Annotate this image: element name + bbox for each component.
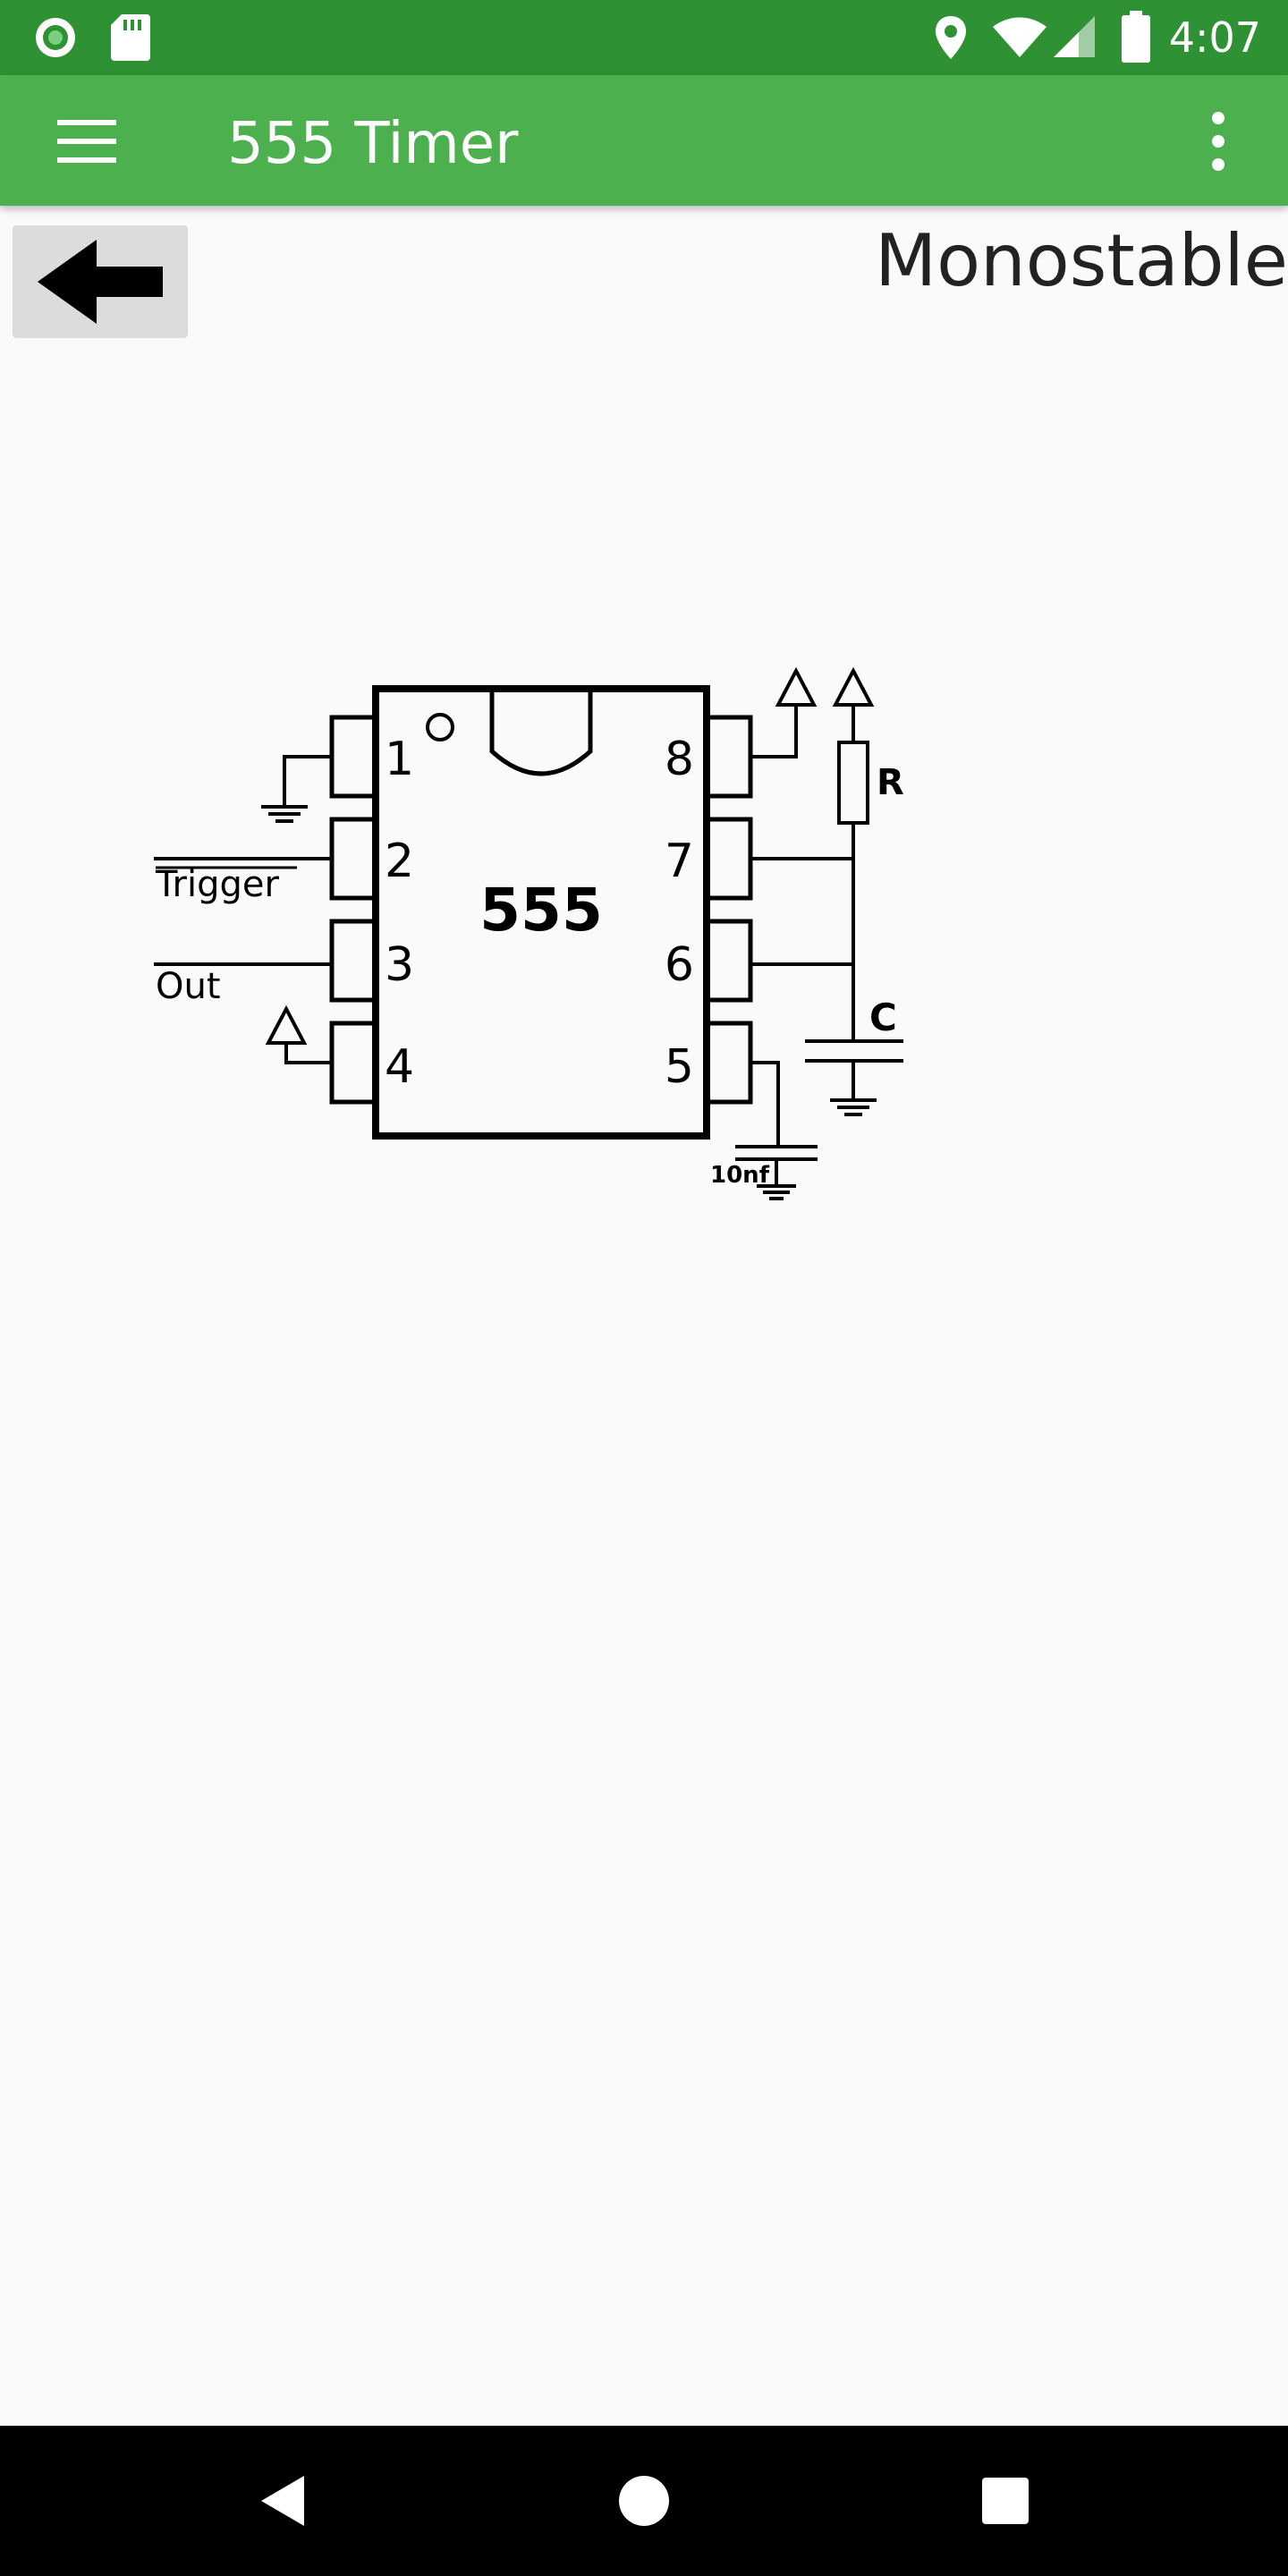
trigger-label: Trigger: [155, 864, 280, 905]
wifi-icon: [993, 17, 1046, 57]
pin-label-7: 7: [665, 835, 694, 888]
triangle-back-icon: [261, 2476, 304, 2526]
pin1-wire: [283, 755, 332, 807]
status-time: 4:07: [1168, 13, 1261, 62]
pin1-ground-symbol: [261, 805, 308, 823]
resistor-vcc-symbol: [832, 666, 875, 707]
capacitor-ground-symbol: [830, 1098, 877, 1116]
chip-body: [372, 685, 710, 1140]
location-icon: [936, 16, 966, 59]
pin-8: [704, 715, 753, 799]
square-recents-icon: [982, 2478, 1029, 2524]
pin1-marker: [426, 713, 454, 741]
nav-recents-button[interactable]: [961, 2456, 1050, 2546]
system-nav-bar: [0, 2426, 1288, 2576]
hamburger-menu-icon: [57, 120, 116, 163]
pin-5: [704, 1021, 753, 1105]
pin-1: [329, 715, 378, 799]
pin-label-6: 6: [665, 938, 694, 992]
notification-circle-icon: [36, 18, 75, 57]
pin8-vcc-symbol: [775, 666, 818, 707]
chip-label: 555: [479, 876, 603, 945]
pin-2: [329, 817, 378, 901]
pin4-vcc-symbol: [265, 1004, 308, 1045]
overflow-menu-button[interactable]: [1186, 107, 1250, 175]
pin-label-8: 8: [665, 733, 694, 786]
pin-7: [704, 817, 753, 901]
control-cap-ground-symbol: [757, 1184, 796, 1200]
pin8-wire: [750, 705, 798, 758]
battery-icon: [1122, 11, 1150, 63]
resistor-body: [837, 741, 869, 825]
app-title: 555 Timer: [227, 111, 519, 177]
pin-6: [704, 919, 753, 1003]
nav-home-button[interactable]: [599, 2456, 689, 2546]
mode-title: Monostable: [875, 219, 1288, 302]
circuit-diagram: 555 1 2 3 4 8 7 6 5 Trigger Out R C 10nf: [154, 666, 904, 1200]
cell-signal-icon: [1054, 16, 1095, 57]
capacitor-label: C: [869, 996, 897, 1039]
pin-label-5: 5: [665, 1040, 694, 1094]
chip-notch: [489, 689, 593, 776]
menu-button[interactable]: [36, 107, 140, 175]
status-bar: 4:07: [0, 0, 1288, 75]
pin5-wire: [750, 1061, 780, 1147]
pin-3: [329, 919, 378, 1003]
control-cap-label: 10nf: [710, 1162, 770, 1189]
pin-label-2: 2: [385, 835, 414, 888]
sd-card-icon: [111, 14, 150, 61]
arrow-left-icon: [38, 240, 163, 324]
out-label: Out: [156, 966, 221, 1007]
resistor-label: R: [877, 762, 904, 803]
pin-label-1: 1: [385, 733, 414, 786]
pin4-wire: [284, 1043, 332, 1064]
nav-back-button[interactable]: [238, 2456, 327, 2546]
back-button[interactable]: [13, 225, 188, 338]
pin-label-4: 4: [385, 1040, 414, 1094]
circle-home-icon: [619, 2476, 669, 2526]
more-vert-icon: [1212, 112, 1224, 171]
pin-label-3: 3: [385, 938, 414, 992]
pin-4: [329, 1021, 378, 1105]
app-bar: 555 Timer: [0, 75, 1288, 206]
